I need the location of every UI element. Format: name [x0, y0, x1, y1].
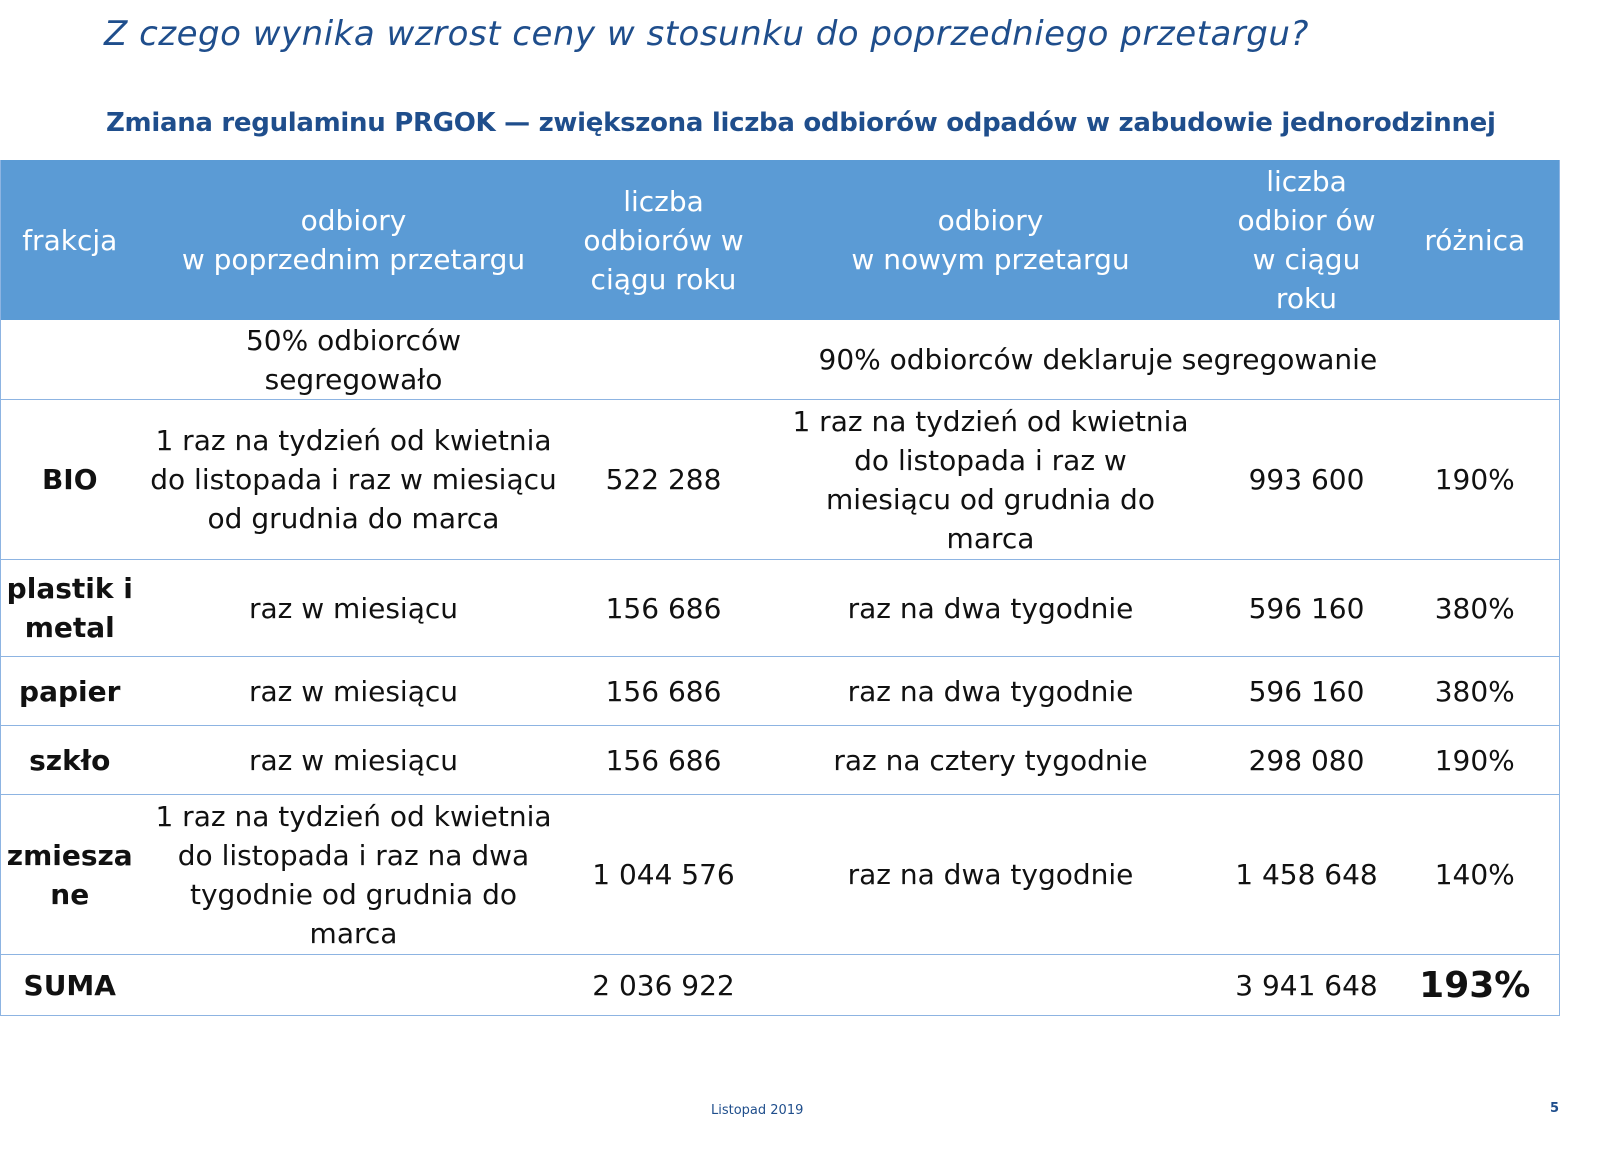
new-count-cell: 298 080: [1222, 725, 1391, 795]
prev-cell: raz w miesiącu: [138, 559, 569, 657]
segregation-row: 50% odbiorców segregowało 90% odbiorców …: [0, 320, 1560, 400]
frakcja-cell: szkło: [0, 725, 139, 795]
diff-cell: 190%: [1390, 399, 1560, 560]
header-prev-label: odbiory w poprzednim przetargu: [181, 204, 526, 276]
empty-cell: [138, 954, 569, 1016]
slide-title: Z czego wynika wzrost ceny w stosunku do…: [104, 14, 1309, 54]
page-number: 5: [1550, 1101, 1560, 1116]
header-row: frakcja odbiory w poprzednim przetargu l…: [0, 160, 1560, 320]
table-row: papier raz w miesiącu 156 686 raz na dwa…: [0, 656, 1560, 726]
diff-cell: 380%: [1390, 559, 1560, 657]
empty-cell: [758, 954, 1223, 1016]
new-count-cell: 993 600: [1222, 399, 1391, 560]
new-cell: raz na dwa tygodnie: [758, 559, 1223, 657]
total-new-count: 3 941 648: [1222, 954, 1391, 1016]
table-row: szkło raz w miesiącu 156 686 raz na czte…: [0, 725, 1560, 795]
frakcja-cell: papier: [0, 656, 139, 726]
prev-cell: 1 raz na tydzień od kwietnia do listopad…: [138, 794, 569, 955]
new-segregation: 90% odbiorców deklaruje segregowanie: [758, 320, 1560, 400]
new-count-cell: 596 160: [1222, 559, 1391, 657]
header-frakcja: frakcja: [0, 160, 139, 320]
empty-cell: [0, 320, 139, 400]
header-new-count: liczba odbior ów w ciągu roku: [1222, 160, 1391, 320]
header-diff: różnica: [1390, 160, 1560, 320]
total-row: SUMA 2 036 922 3 941 648 193%: [0, 954, 1560, 1016]
prev-count-cell: 522 288: [568, 399, 759, 560]
new-cell: raz na cztery tygodnie: [758, 725, 1223, 795]
new-count-cell: 596 160: [1222, 656, 1391, 726]
prev-count-cell: 156 686: [568, 656, 759, 726]
header-prev: odbiory w poprzednim przetargu: [138, 160, 569, 320]
collection-table: frakcja odbiory w poprzednim przetargu l…: [0, 160, 1560, 1016]
header-prev-count: liczba odbiorów w ciągu roku: [568, 160, 759, 320]
diff-cell: 140%: [1390, 794, 1560, 955]
prev-cell: 1 raz na tydzień od kwietnia do listopad…: [138, 399, 569, 560]
total-prev-count: 2 036 922: [568, 954, 759, 1016]
total-label: SUMA: [0, 954, 139, 1016]
prev-cell: raz w miesiącu: [138, 656, 569, 726]
frakcja-cell: plastik i metal: [0, 559, 139, 657]
empty-cell: [568, 320, 759, 400]
prev-cell: raz w miesiącu: [138, 725, 569, 795]
slide-subtitle: Zmiana regulaminu PRGOK — zwiększona lic…: [106, 108, 1496, 138]
table-row: zmieszane 1 raz na tydzień od kwietnia d…: [0, 794, 1560, 955]
prev-count-cell: 156 686: [568, 725, 759, 795]
new-cell: raz na dwa tygodnie: [758, 794, 1223, 955]
diff-cell: 380%: [1390, 656, 1560, 726]
prev-segregation: 50% odbiorców segregowało: [138, 320, 569, 400]
table-row: plastik i metal raz w miesiącu 156 686 r…: [0, 559, 1560, 657]
diff-cell: 190%: [1390, 725, 1560, 795]
header-new: odbiory w nowym przetargu: [758, 160, 1223, 320]
header-new-label: odbiory w nowym przetargu: [851, 204, 1130, 276]
footer-date: Listopad 2019: [711, 1103, 804, 1118]
total-diff: 193%: [1390, 954, 1560, 1016]
new-cell: raz na dwa tygodnie: [758, 656, 1223, 726]
frakcja-cell: BIO: [0, 399, 139, 560]
prev-count-cell: 156 686: [568, 559, 759, 657]
table-row: BIO 1 raz na tydzień od kwietnia do list…: [0, 399, 1560, 560]
prev-count-cell: 1 044 576: [568, 794, 759, 955]
new-cell: 1 raz na tydzień od kwietnia do listopad…: [758, 399, 1223, 560]
new-count-cell: 1 458 648: [1222, 794, 1391, 955]
frakcja-cell: zmieszane: [0, 794, 139, 955]
